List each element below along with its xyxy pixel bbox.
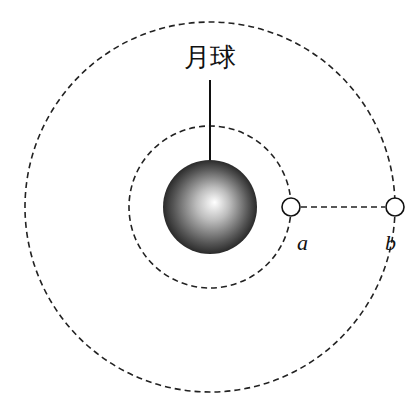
- point-label: a: [297, 232, 308, 254]
- satellite-circle: [385, 197, 405, 217]
- circle-outline: [281, 197, 301, 217]
- dashed-connector: [301, 206, 385, 208]
- satellite-circle: [281, 197, 301, 217]
- moon-sphere: [163, 160, 257, 254]
- outer-orbit: [25, 22, 395, 392]
- leader-line: [209, 80, 211, 160]
- point-label: b: [385, 232, 396, 254]
- moon-label: 月球: [184, 44, 236, 70]
- circle-outline: [385, 197, 405, 217]
